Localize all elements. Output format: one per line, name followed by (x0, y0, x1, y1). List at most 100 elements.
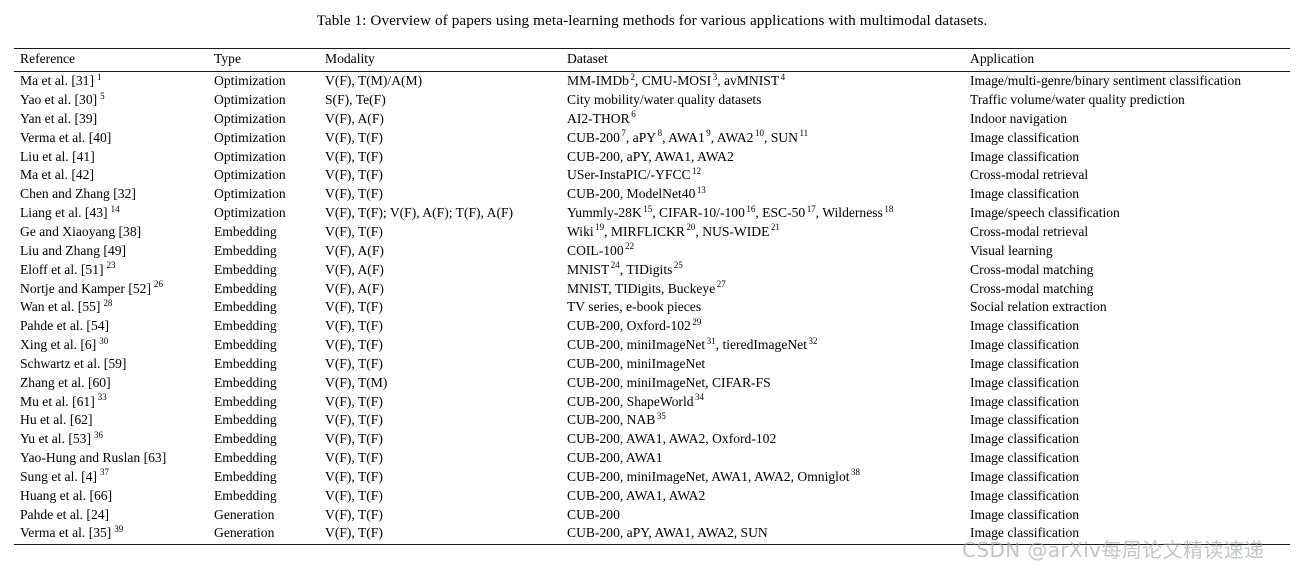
cell-type: Embedding (214, 431, 277, 447)
table-caption: Table 1: Overview of papers using meta-l… (316, 12, 988, 29)
dataset-segment: CUB-200, AWA1 (567, 450, 663, 466)
dataset-footnote-marker: 15 (643, 203, 653, 214)
reference-text: Yan et al. [39] (20, 110, 98, 126)
dataset-footnote-marker: 9 (706, 128, 711, 139)
cell-dataset: CUB-200, miniImageNet, CIFAR-FS (561, 374, 964, 393)
cell-type: Embedding (214, 487, 277, 503)
cell-modality: V(F), T(F) (325, 167, 383, 183)
dataset-segment: CUB-200, ShapeWorld (567, 393, 694, 409)
reference-text: Mu et al. [61] (20, 393, 95, 409)
dataset-segment: CUB-200, AWA1, AWA2 (567, 487, 706, 503)
reference-text: Chen and Zhang [32] (20, 186, 136, 202)
reference-footnote-marker: 33 (97, 392, 107, 403)
cell-application: Image classification (970, 186, 1080, 202)
column-header-modality: Modality (319, 48, 561, 73)
cell-reference: Hu et al. [62] (14, 411, 208, 430)
cell-application: Image classification (964, 524, 1290, 546)
cell-application: Cross-modal matching (970, 280, 1094, 296)
dataset-footnote-marker: 3 (712, 71, 718, 82)
reference-text: Ma et al. [42] (20, 167, 94, 183)
dataset-segment: TV series, e-book pieces (567, 299, 702, 315)
cell-application: Image classification (970, 337, 1080, 353)
cell-reference: Chen and Zhang [32] (14, 185, 208, 204)
cell-type: Optimization (214, 73, 286, 89)
cell-type: Embedding (214, 412, 277, 428)
cell-modality: V(F), T(F) (325, 412, 383, 428)
dataset-footnote-marker: 17 (806, 203, 816, 214)
dataset-footnote-marker: 10 (754, 128, 764, 139)
reference-text: Hu et al. [62] (20, 412, 93, 428)
reference-text: Ge and Xiaoyang [38] (20, 223, 142, 239)
cell-reference: Verma et al. [40] (14, 129, 208, 148)
dataset-footnote-marker: 8 (657, 128, 663, 139)
cell-type: Optimization (214, 205, 286, 221)
cell-type: Optimization (214, 148, 286, 164)
cell-application: Image/speech classification (970, 205, 1120, 221)
dataset-segment: CUB-200, NAB (567, 412, 656, 428)
reference-text: Liang et al. [43] (20, 205, 108, 221)
dataset-segment: , Wilderness (815, 205, 883, 221)
cell-modality: V(F), A(F) (325, 280, 384, 296)
dataset-footnote-marker: 7 (621, 128, 626, 139)
reference-text: Verma et al. [35] (20, 525, 112, 541)
cell-modality: V(F), T(F); V(F), A(F); T(F), A(F) (325, 205, 514, 221)
reference-footnote-marker: 36 (93, 429, 103, 440)
cell-reference: Nortje and Kamper [52]26 (14, 279, 208, 299)
dataset-footnote-marker: 13 (696, 184, 706, 195)
dataset-segment: CUB-200, miniImageNet (567, 355, 706, 371)
dataset-footnote-marker: 4 (780, 71, 786, 82)
dataset-footnote-marker: 35 (656, 410, 666, 421)
cell-application: Image classification (970, 468, 1080, 484)
dataset-segment: AI2-THOR (567, 110, 630, 126)
dataset-footnote-marker: 22 (625, 241, 635, 252)
cell-reference: Yan et al. [39] (14, 110, 208, 129)
reference-text: Wan et al. [55] (20, 299, 101, 315)
cell-type: Generation (208, 524, 319, 546)
dataset-footnote-marker: 16 (746, 203, 756, 214)
reference-text: Nortje and Kamper [52] (20, 280, 151, 296)
cell-type: Embedding (214, 468, 277, 484)
cell-reference: Ge and Xiaoyang [38] (14, 223, 208, 242)
dataset-segment: CUB-200, miniImageNet, AWA1, AWA2, Omnig… (567, 468, 850, 484)
column-header-dataset: Dataset (561, 48, 964, 73)
cell-reference: Pahde et al. [54] (14, 317, 208, 336)
dataset-segment: COIL-100 (567, 242, 624, 258)
cell-dataset: CUB-200, AWA1, AWA2 (561, 487, 964, 506)
cell-application: Indoor navigation (970, 110, 1068, 126)
dataset-footnote-marker: 27 (716, 278, 726, 289)
cell-dataset: City mobility/water quality datasets (561, 91, 964, 110)
dataset-segment: MNIST (567, 261, 610, 277)
cell-reference: Ma et al. [42] (14, 166, 208, 185)
dataset-segment: CUB-200, aPY, AWA1, AWA2 (567, 148, 734, 164)
cell-modality: V(F), T(F) (325, 223, 383, 239)
cell-type: Embedding (214, 299, 277, 315)
cell-reference: Yu et al. [53]36 (14, 430, 208, 449)
cell-dataset: CUB-200, aPY, AWA1, AWA2, SUN (561, 524, 964, 546)
table-row: Hu et al. [62] Embedding V(F), T(F) CUB-200… (14, 411, 1290, 430)
cell-modality: V(F), T(F) (319, 524, 561, 546)
cell-application: Traffic volume/water quality prediction (970, 92, 1185, 108)
dataset-footnote-marker: 20 (686, 222, 696, 233)
dataset-segment: CUB-200, ModelNet40 (567, 186, 696, 202)
cell-modality: V(F), A(F) (325, 242, 384, 258)
cell-dataset: CUB-200, AWA1, AWA2, Oxford-102 (561, 430, 964, 449)
reference-footnote-marker: 23 (106, 260, 116, 271)
